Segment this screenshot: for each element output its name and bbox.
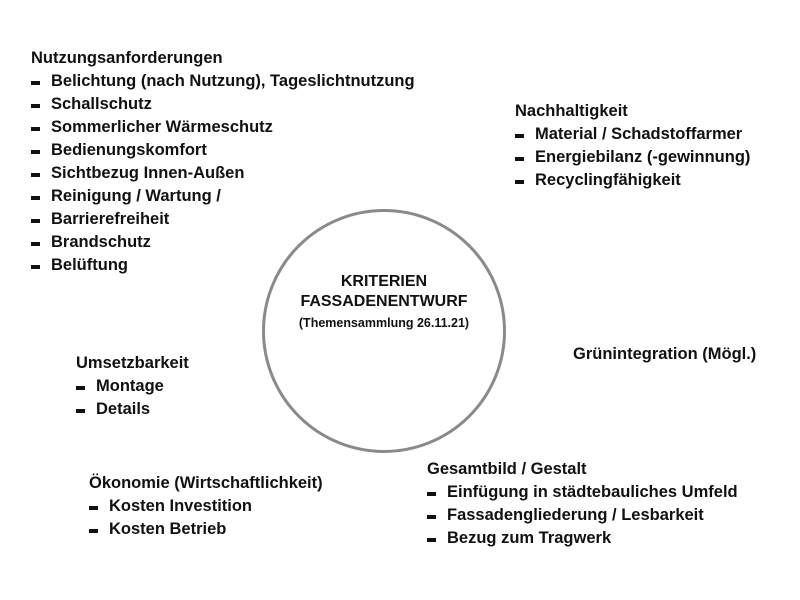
central-title-line-2: FASSADENENTWURF xyxy=(300,293,468,310)
dash-bullet xyxy=(427,538,436,542)
group-heading: Umsetzbarkeit xyxy=(76,354,189,372)
dash-bullet xyxy=(427,492,436,496)
group-heading: Ökonomie (Wirtschaftlichkeit) xyxy=(89,474,323,492)
group-oekonomie: Ökonomie (Wirtschaftlichkeit) Kosten Inv… xyxy=(89,472,323,541)
list-item: Sommerlicher Wärmeschutz xyxy=(31,116,415,139)
list-item: Schallschutz xyxy=(31,93,415,116)
central-title: KRITERIEN FASSADENENTWURF (Themensammlun… xyxy=(262,272,506,332)
list-item: Sichtbezug Innen-Außen xyxy=(31,162,415,185)
central-subtitle: (Themensammlung 26.11.21) xyxy=(298,316,470,330)
list-item: Recyclingfähigkeit xyxy=(515,169,750,192)
group-gruenintegration: Grünintegration (Mögl.) xyxy=(573,343,756,366)
list-item: Fassadengliederung / Lesbarkeit xyxy=(427,504,738,527)
dash-bullet xyxy=(76,409,85,413)
group-heading: Gesamtbild / Gestalt xyxy=(427,460,587,478)
dash-bullet xyxy=(31,150,40,154)
list-item: Belüftung xyxy=(31,254,415,277)
list-item: Einfügung in städtebauliches Umfeld xyxy=(427,481,738,504)
dash-bullet xyxy=(89,529,98,533)
list-item: Barrierefreiheit xyxy=(31,208,415,231)
dash-bullet xyxy=(31,196,40,200)
list-item: Montage xyxy=(76,375,189,398)
list-item: Energiebilanz (-gewinnung) xyxy=(515,146,750,169)
dash-bullet xyxy=(427,515,436,519)
group-heading: Grünintegration (Mögl.) xyxy=(573,345,757,363)
dash-bullet xyxy=(31,219,40,223)
group-heading: Nachhaltigkeit xyxy=(515,102,628,120)
list-item: Reinigung / Wartung / xyxy=(31,185,415,208)
group-heading: Nutzungsanforderungen xyxy=(31,49,223,67)
dash-bullet xyxy=(76,386,85,390)
group-nutzungsanforderungen: Nutzungsanforderungen Belichtung (nach N… xyxy=(31,47,415,277)
central-circle xyxy=(262,209,506,453)
dash-bullet xyxy=(31,104,40,108)
dash-bullet xyxy=(515,134,524,138)
group-nachhaltigkeit: Nachhaltigkeit Material / Schadstoffarme… xyxy=(515,100,750,192)
dash-bullet xyxy=(31,173,40,177)
group-umsetzbarkeit: Umsetzbarkeit Montage Details xyxy=(76,352,189,421)
dash-bullet xyxy=(31,265,40,269)
list-item: Details xyxy=(76,398,189,421)
dash-bullet xyxy=(515,180,524,184)
list-item: Kosten Betrieb xyxy=(89,518,323,541)
group-gesamtbild: Gesamtbild / Gestalt Einfügung in städte… xyxy=(427,458,738,550)
dash-bullet xyxy=(31,81,40,85)
list-item: Bezug zum Tragwerk xyxy=(427,527,738,550)
dash-bullet xyxy=(515,157,524,161)
dash-bullet xyxy=(31,242,40,246)
list-item: Brandschutz xyxy=(31,231,415,254)
list-item: Material / Schadstoffarmer xyxy=(515,123,750,146)
dash-bullet xyxy=(89,506,98,510)
list-item: Bedienungskomfort xyxy=(31,139,415,162)
central-title-line-1: KRITERIEN xyxy=(340,273,428,290)
dash-bullet xyxy=(31,127,40,131)
list-item: Kosten Investition xyxy=(89,495,323,518)
list-item: Belichtung (nach Nutzung), Tageslichtnut… xyxy=(31,70,415,93)
